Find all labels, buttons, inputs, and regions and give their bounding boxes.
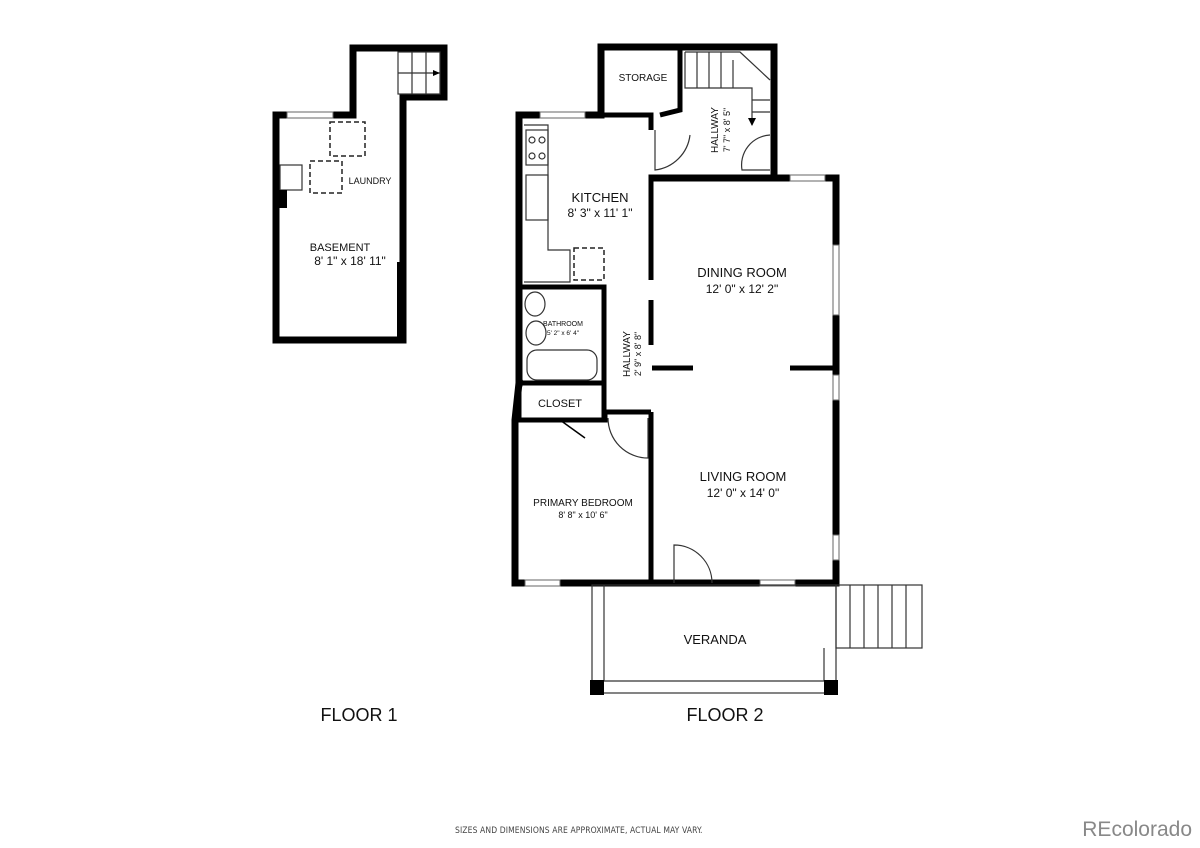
room-name: LAUNDRY — [349, 176, 392, 186]
disclaimer: SIZES AND DIMENSIONS ARE APPROXIMATE, AC… — [455, 826, 703, 836]
room-dims: 2' 9" x 8' 8" — [633, 332, 643, 376]
door-icon — [673, 544, 713, 584]
room-name: LIVING ROOM — [700, 469, 787, 484]
door-icon — [740, 134, 771, 171]
room-dims: 8' 3" x 11' 1" — [568, 206, 633, 220]
floor-1-plan: LAUNDRY BASEMENT 8' 1" x 18' 11" FLOOR 1 — [272, 44, 448, 725]
room-name: BATHROOM — [543, 321, 583, 328]
room-name: HALLWAY — [622, 331, 633, 377]
floor-label: FLOOR 2 — [686, 705, 763, 725]
room-name: STORAGE — [619, 73, 668, 84]
room-name: HALLWAY — [710, 107, 721, 153]
appliance-icon — [309, 160, 343, 194]
room-dims: 12' 0" x 14' 0" — [707, 486, 779, 500]
sink-icon — [279, 164, 303, 191]
door-icon — [607, 417, 649, 459]
appliance-icon — [329, 121, 366, 157]
room-name: KITCHEN — [571, 190, 628, 205]
sink-icon — [525, 174, 549, 221]
room-dims: 5' 2" x 6' 4" — [547, 330, 580, 337]
room-dims: 12' 0" x 12' 2" — [706, 282, 778, 296]
room-dims: 8' 1" x 18' 11" — [314, 254, 386, 268]
floor-label: FLOOR 1 — [320, 705, 397, 725]
floor-2-plan: STORAGE HALLWAY 7' 7" x 8' 5" KITCHEN 8'… — [511, 43, 923, 725]
fridge-icon — [573, 247, 605, 281]
room-name: BASEMENT — [310, 242, 371, 254]
room-dims: 8' 8" x 10' 6" — [558, 510, 607, 520]
room-name: VERANDA — [684, 632, 747, 647]
veranda — [590, 584, 923, 695]
stairs-icon — [684, 51, 771, 125]
toilet-icon — [524, 291, 546, 317]
sink-icon — [525, 320, 547, 346]
room-name: CLOSET — [538, 398, 582, 410]
bathtub-icon — [526, 349, 598, 381]
stove-icon — [525, 129, 549, 166]
room-name: PRIMARY BEDROOM — [533, 498, 633, 509]
room-dims: 7' 7" x 8' 5" — [722, 108, 732, 152]
brand-logo: REcolorado — [1082, 818, 1192, 841]
door-icon — [654, 130, 691, 171]
stairs-icon — [835, 584, 923, 649]
room-name: DINING ROOM — [697, 265, 787, 280]
